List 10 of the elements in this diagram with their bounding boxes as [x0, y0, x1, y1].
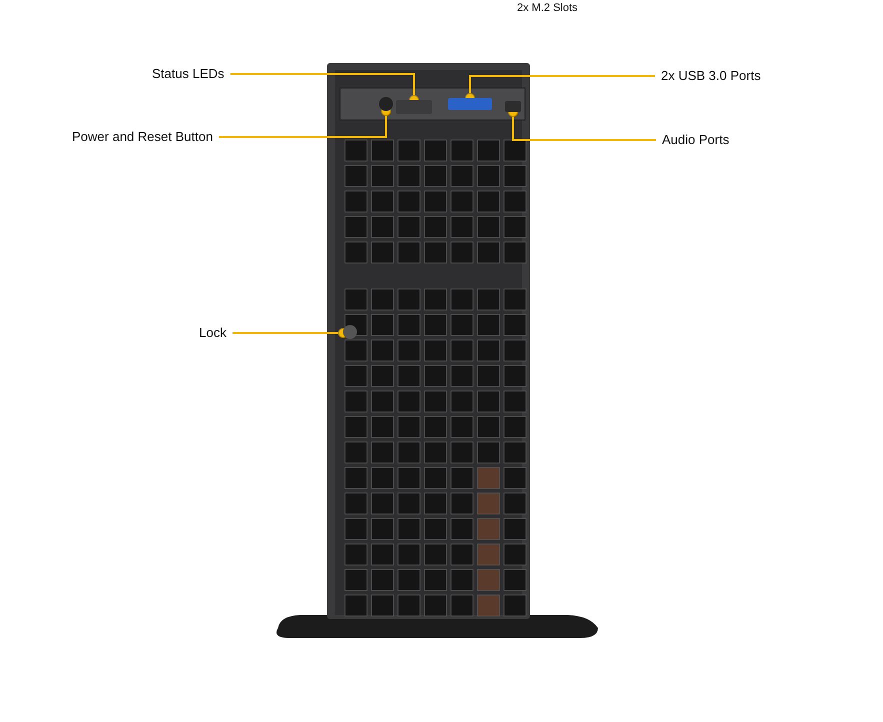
leader-line	[232, 328, 348, 338]
callout-label: Audio Ports	[662, 132, 730, 148]
callout-label: Lock	[199, 325, 226, 341]
audio-port	[505, 101, 521, 112]
callout-label: 2x M.2 Slots	[517, 1, 578, 16]
callout-label: 2x USB 3.0 Ports	[661, 68, 761, 84]
callout-label: Status LEDs	[152, 66, 224, 82]
usb-port	[448, 98, 492, 110]
callout-label: Power and Reset Button	[72, 129, 213, 145]
status-led-panel	[396, 100, 432, 114]
